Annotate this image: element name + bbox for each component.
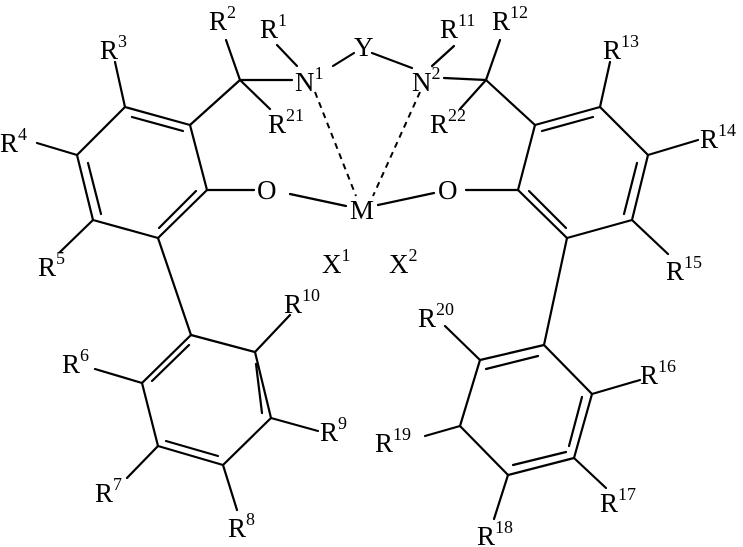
label-r19: R19 <box>375 424 411 458</box>
left-phenol-ring <box>77 107 207 238</box>
label-r6: R6 <box>62 345 89 379</box>
label-r3: R3 <box>100 31 127 65</box>
left-aryl-ring <box>142 335 271 465</box>
coordination-bonds <box>315 92 420 196</box>
atom-y: Y <box>354 32 374 62</box>
atom-x1: X1 <box>322 245 351 279</box>
atom-x2: X2 <box>389 245 418 279</box>
label-r18: R18 <box>477 517 513 547</box>
label-r7: R7 <box>95 474 122 508</box>
label-r12: R12 <box>492 2 528 36</box>
right-phenol-ring <box>518 107 648 238</box>
label-r13: R13 <box>603 31 639 65</box>
atom-o-left: O <box>257 175 277 205</box>
label-r11: R11 <box>440 10 475 44</box>
atom-m: M <box>350 195 374 225</box>
label-r16: R16 <box>640 356 676 390</box>
atom-labels: N1 Y N2 O M O X1 X2 <box>257 32 458 279</box>
atom-n1: N1 <box>295 63 324 97</box>
label-r10: R10 <box>284 285 320 319</box>
label-r22: R22 <box>430 105 466 139</box>
skeleton-bonds <box>37 40 698 519</box>
label-r5: R5 <box>38 248 65 282</box>
atom-o-right: O <box>438 175 458 205</box>
label-r14: R14 <box>700 120 736 154</box>
right-aryl-ring <box>460 345 592 475</box>
label-r4: R4 <box>0 124 27 158</box>
label-r9: R9 <box>320 413 347 447</box>
label-r17: R17 <box>600 484 636 518</box>
label-r1: R1 <box>260 10 287 44</box>
label-r21: R21 <box>268 105 304 139</box>
label-r20: R20 <box>418 299 454 333</box>
label-r2: R2 <box>209 2 236 36</box>
label-r15: R15 <box>666 252 702 286</box>
label-r8: R8 <box>228 509 255 543</box>
atom-n2: N2 <box>412 63 441 97</box>
